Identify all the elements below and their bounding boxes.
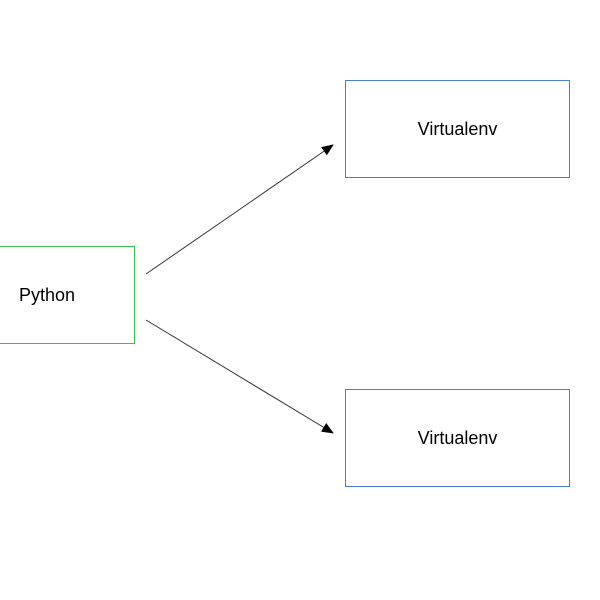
edge-python-to-virtualenv-top: [145, 144, 334, 275]
virtualenv-node-bottom: Virtualenv: [345, 389, 570, 487]
python-node-label: Python: [19, 284, 76, 305]
edge-python-to-virtualenv-bottom: [145, 319, 334, 434]
virtualenv-node-bottom-label: Virtualenv: [417, 427, 498, 448]
python-node: Python: [0, 246, 135, 344]
virtualenv-node-top: Virtualenv: [345, 80, 570, 178]
virtualenv-node-top-label: Virtualenv: [417, 118, 498, 139]
